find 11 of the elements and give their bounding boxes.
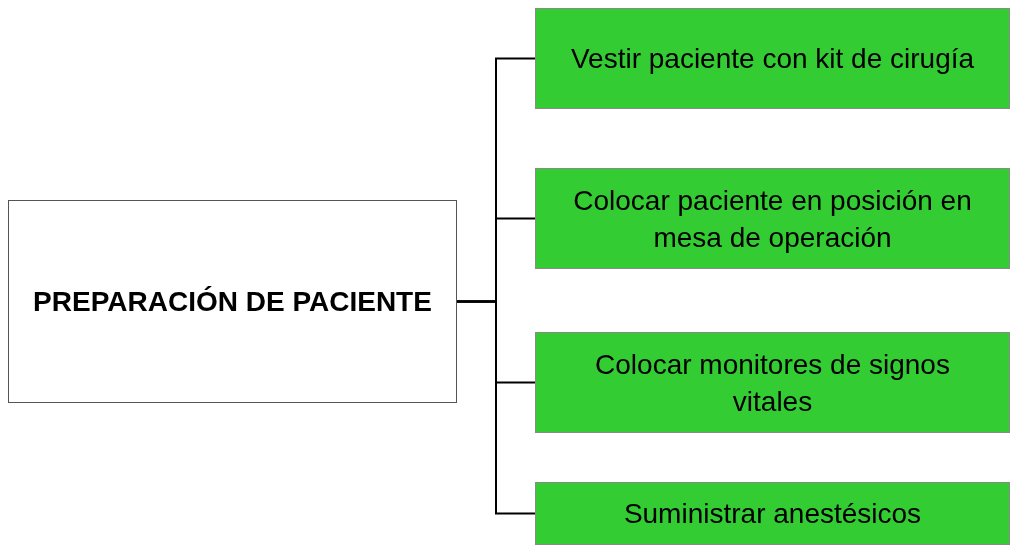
step-text: Suministrar anestésicos bbox=[623, 497, 922, 531]
step-text: Colocar paciente en posición en mesa de operación bbox=[572, 183, 973, 255]
step-box bbox=[535, 332, 1010, 433]
step-text: Vestir paciente con kit de cirugía bbox=[570, 42, 975, 76]
connector-line bbox=[456, 300, 536, 515]
step-box bbox=[535, 168, 1010, 269]
step-box bbox=[535, 482, 1010, 545]
step-box bbox=[535, 8, 1010, 109]
main-box bbox=[8, 200, 457, 403]
heading: PREPARACIÓN DE PACIENTE bbox=[33, 284, 432, 319]
step-text: Colocar monitores de signos vitales bbox=[594, 347, 951, 419]
